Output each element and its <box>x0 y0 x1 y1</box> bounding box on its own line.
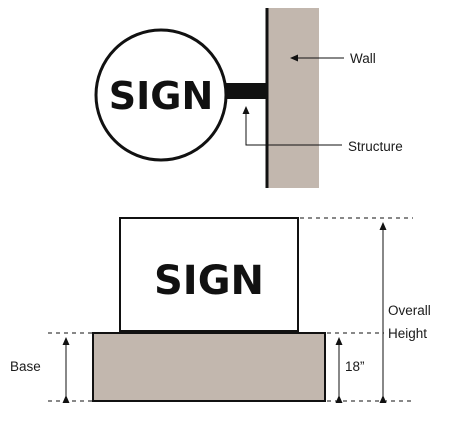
sign-panel <box>119 217 299 332</box>
sign-base <box>92 332 326 402</box>
projecting-sign-diagram: SIGN Wall Structure <box>94 8 403 188</box>
support-structure <box>226 83 268 99</box>
overall-height-label-bg <box>384 300 442 344</box>
sign-text-top: SIGN <box>109 74 214 118</box>
sign-circle <box>94 28 228 162</box>
wall <box>267 8 319 188</box>
overall-height-label-line2: Height <box>388 326 427 341</box>
structure-label: Structure <box>348 139 403 154</box>
base-label: Base <box>10 359 41 374</box>
structure-arrow <box>242 106 342 146</box>
overall-height-label-line1: Overall <box>388 303 431 318</box>
base-height-label: 18” <box>345 359 365 374</box>
sign-text-bottom: SIGN <box>154 258 264 304</box>
wall-label: Wall <box>350 51 376 66</box>
monument-sign-diagram: SIGN Overall Height 18” Base <box>10 217 442 403</box>
